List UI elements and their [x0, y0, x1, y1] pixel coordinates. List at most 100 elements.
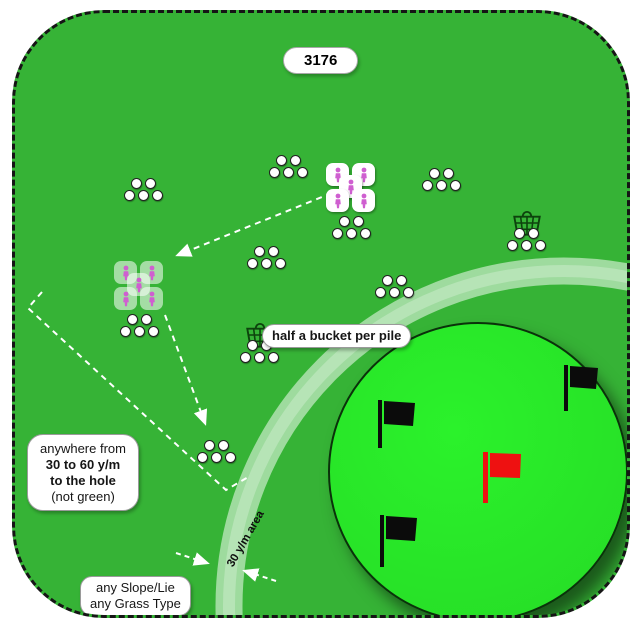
flag-banner: [570, 366, 598, 389]
golf-ball: [528, 228, 539, 239]
flag-pole: [483, 452, 488, 503]
conditions-line: any Slope/Lie: [96, 580, 175, 595]
black-flag-icon: [564, 365, 598, 411]
red-target-flag-icon: [483, 452, 521, 503]
player-tile: [114, 287, 137, 310]
distance-note-line: to the hole: [50, 472, 116, 488]
golf-ball: [254, 352, 265, 363]
person-icon: [360, 193, 367, 208]
ball-bucket-icon: [507, 209, 546, 251]
person-icon: [122, 265, 129, 280]
golf-ball: [247, 258, 258, 269]
distance-note-line: (not green): [51, 488, 115, 504]
golf-ball: [396, 275, 407, 286]
golf-ball: [443, 168, 454, 179]
golf-ball: [507, 240, 518, 251]
conditions-label: any Slope/Lie any Grass Type: [80, 576, 191, 615]
flag-pole: [378, 400, 382, 448]
person-icon: [148, 265, 155, 280]
player-tile: [352, 189, 375, 212]
golf-ball-pile-icon: [375, 275, 414, 298]
throw-arrow: [175, 192, 333, 257]
golf-ball: [436, 180, 447, 191]
throw-path: [26, 291, 251, 492]
golf-ball: [131, 178, 142, 189]
golf-ball: [268, 246, 279, 257]
distance-note-line: 30 to 60 y/m: [45, 456, 121, 472]
golf-ball-pile-icon: [114, 314, 164, 337]
bucket-note-label: half a bucket per pile: [262, 324, 412, 348]
person-icon: [122, 291, 129, 306]
golf-ball: [276, 155, 287, 166]
distance-note-label: anywhere from 30 to 60 y/m to the hole (…: [27, 434, 139, 512]
golf-ball: [450, 180, 461, 191]
distance-note-line: anywhere from: [40, 441, 126, 456]
target-area-band: [215, 257, 627, 615]
golf-ball: [331, 228, 343, 239]
golf-ball: [225, 452, 236, 463]
golf-ball: [268, 352, 279, 363]
drill-number-badge: 3176: [283, 47, 359, 74]
golf-ball-pile-icon: [326, 216, 376, 239]
golf-ball: [382, 275, 393, 286]
golf-ball-pile-icon: [422, 168, 461, 191]
golf-ball: [514, 228, 525, 239]
golf-ball: [429, 168, 440, 179]
flag-pole: [564, 365, 568, 411]
flag-banner: [384, 401, 415, 426]
conditions-line: any Grass Type: [90, 595, 181, 611]
field-markings-layer: [26, 192, 627, 615]
golf-ball-pile-icon: [124, 178, 163, 201]
player-tiles: [326, 163, 376, 213]
golf-ball: [204, 440, 215, 451]
golf-ball-pile-icon: [507, 228, 546, 251]
flag-banner: [386, 516, 417, 541]
black-flag-icon: [380, 515, 417, 567]
flag-banner: [490, 453, 521, 478]
person-icon: [347, 179, 354, 194]
player-group-icon: [326, 163, 376, 239]
band-width-arrow-left: [175, 552, 210, 566]
golf-ball: [297, 167, 308, 178]
golf-ball: [422, 180, 433, 191]
player-tile: [326, 189, 349, 212]
person-icon: [334, 167, 341, 182]
golf-ball: [133, 326, 145, 337]
golf-ball: [261, 258, 272, 269]
golf-ball: [254, 246, 265, 257]
golf-ball: [211, 452, 222, 463]
golf-ball: [375, 287, 386, 298]
golf-ball: [283, 167, 294, 178]
golf-ball: [138, 190, 149, 201]
golf-ball: [152, 190, 163, 201]
golf-ball: [240, 352, 251, 363]
player-tiles: [114, 261, 164, 311]
golf-ball: [290, 155, 301, 166]
flag-pole: [380, 515, 384, 567]
golf-ball-pile-icon: [247, 246, 286, 269]
band-width-arrow-right: [242, 568, 277, 582]
practice-field: 3176 half a bucket per pile anywhere fro…: [12, 10, 630, 618]
golf-ball: [345, 228, 357, 239]
person-icon: [334, 193, 341, 208]
golf-ball: [352, 216, 364, 227]
golf-ball: [247, 340, 258, 351]
golf-ball: [147, 326, 159, 337]
golf-ball: [359, 228, 371, 239]
target-area-band-highlight: [223, 265, 627, 615]
golf-ball: [389, 287, 400, 298]
player-group-icon: [114, 261, 164, 337]
golf-ball: [535, 240, 546, 251]
golf-ball: [124, 190, 135, 201]
golf-ball: [126, 314, 138, 325]
golf-ball: [275, 258, 286, 269]
person-icon: [135, 277, 142, 292]
golf-ball-pile-icon: [269, 155, 308, 178]
golf-ball: [197, 452, 208, 463]
throw-arrow: [164, 314, 208, 426]
golf-ball: [403, 287, 414, 298]
golf-ball: [140, 314, 152, 325]
golf-ball: [218, 440, 229, 451]
golf-ball: [521, 240, 532, 251]
